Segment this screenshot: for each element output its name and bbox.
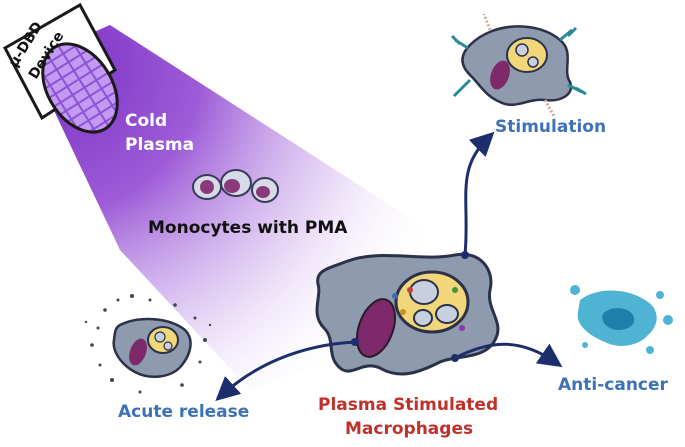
macrophage-label-line1: Plasma Stimulated: [318, 395, 498, 415]
cytokine-particle-icon: [84, 294, 212, 394]
arrow-to-anticancer: [454, 342, 563, 368]
cold-plasma-label-line1: Cold: [125, 111, 167, 131]
stimulation-label: Stimulation: [495, 117, 606, 137]
acute-release-label: Acute release: [118, 402, 249, 422]
macrophage-label-line2: Macrophages: [345, 419, 473, 439]
monocytes-label: Monocytes with PMA: [148, 218, 348, 238]
macrophage-cell-icon: [315, 252, 500, 376]
cancer-cell-icon: [570, 285, 673, 354]
acute-release-macrophage-icon: [112, 317, 192, 378]
cold-plasma-label-line2: Plasma: [125, 135, 194, 155]
anticancer-label: Anti-cancer: [558, 375, 669, 395]
arrow-to-stimulation: [463, 131, 495, 256]
stimulated-macrophage-icon: [450, 13, 587, 119]
dbd-device-icon: μ-DBD Device: [2, 2, 119, 134]
arrow-to-acute-release: [215, 340, 356, 402]
monocyte-cell-icon: [192, 169, 279, 203]
